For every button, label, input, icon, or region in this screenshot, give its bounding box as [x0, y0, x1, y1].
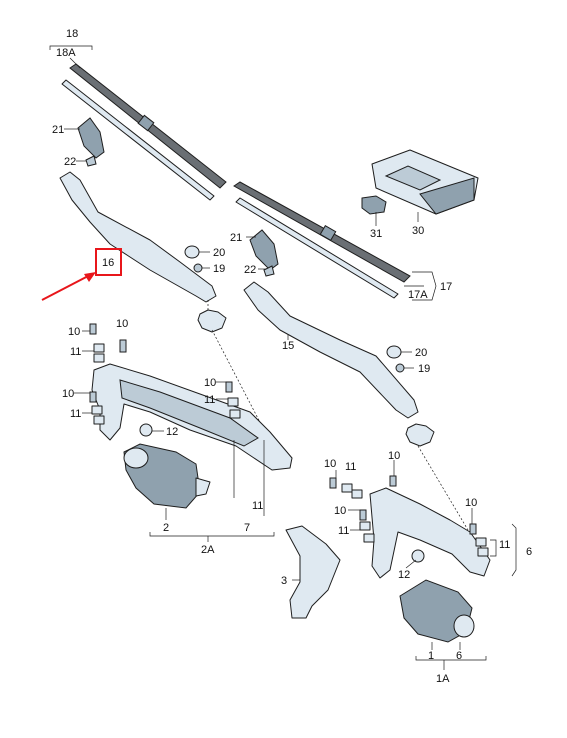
label-10-g: 10	[334, 505, 346, 517]
label-7: 7	[244, 522, 250, 534]
clip-31[interactable]	[361, 195, 387, 215]
wiper-arm-16[interactable]	[59, 171, 217, 303]
label-10-h: 10	[465, 497, 477, 509]
cover-cap-21-right[interactable]	[249, 229, 279, 271]
label-11-a: 11	[70, 346, 81, 358]
label-10-e: 10	[324, 458, 336, 470]
mount-bracket-3[interactable]	[285, 525, 341, 619]
rain-sensor-30[interactable]	[371, 149, 479, 215]
motor-2[interactable]	[123, 443, 211, 509]
label-6-a: 6	[526, 546, 532, 558]
label-1: 1	[428, 650, 434, 662]
label-22-left: 22	[64, 156, 76, 168]
label-30: 30	[412, 225, 424, 237]
label-2: 2	[163, 522, 169, 534]
label-10-d: 10	[204, 377, 216, 389]
label-21-right: 21	[230, 232, 242, 244]
label-17: 17	[440, 281, 452, 293]
label-17A: 17A	[408, 289, 428, 301]
label-21-left: 21	[52, 124, 64, 136]
label-1A: 1A	[436, 673, 450, 685]
label-10-c: 10	[62, 388, 74, 400]
label-12-left: 12	[166, 426, 178, 438]
label-10-b: 10	[116, 318, 128, 330]
washer-right	[405, 423, 435, 447]
label-20-left: 20	[213, 247, 225, 259]
label-20-right: 20	[415, 347, 427, 359]
hardware-left	[89, 323, 241, 437]
label-11-d: 11	[252, 500, 263, 512]
cap-20-right[interactable]	[386, 345, 402, 359]
label-6-b: 6	[456, 650, 462, 662]
linkage-frame-2A[interactable]	[91, 363, 293, 471]
label-10-a: 10	[68, 326, 80, 338]
label-3: 3	[281, 575, 287, 587]
nut-19-right[interactable]	[395, 363, 405, 373]
nut-19-left[interactable]	[193, 263, 203, 273]
cap-20-left[interactable]	[184, 245, 200, 259]
highlight-arrow	[41, 273, 93, 301]
label-22-right: 22	[244, 264, 256, 276]
cover-cap-21-left[interactable]	[77, 117, 105, 159]
label-11-f: 11	[338, 525, 349, 537]
label-10-f: 10	[388, 450, 400, 462]
wiper-blade-17[interactable]	[233, 181, 411, 299]
hardware-right	[329, 475, 489, 563]
label-11-c: 11	[204, 394, 215, 406]
leader-lines	[49, 45, 517, 670]
clip-22-left[interactable]	[85, 155, 97, 167]
label-2A: 2A	[201, 544, 215, 556]
arrow-head-icon	[84, 272, 96, 282]
highlight-box	[95, 248, 122, 276]
motor-1[interactable]	[399, 579, 475, 643]
washer-left	[197, 309, 227, 333]
label-19-left: 19	[213, 263, 225, 275]
wiper-blade-18[interactable]	[61, 63, 227, 201]
wiper-arm-15[interactable]	[243, 281, 419, 419]
label-19-right: 19	[418, 363, 430, 375]
linkage-frame-1A[interactable]	[369, 487, 491, 579]
label-11-e: 11	[345, 461, 356, 473]
highlight-callout-16: 16	[41, 248, 122, 301]
callout-labels: 18 18A 21 22 20 19 30 31 21 22 17 17A 15…	[52, 28, 532, 685]
label-16: 16	[102, 257, 114, 269]
label-18: 18	[66, 28, 78, 40]
label-31: 31	[370, 228, 382, 240]
label-12-right: 12	[398, 569, 410, 581]
label-11-g: 11	[499, 539, 510, 551]
label-18A: 18A	[56, 47, 76, 59]
label-15: 15	[282, 340, 294, 352]
clip-22-right[interactable]	[263, 265, 275, 277]
label-11-b: 11	[70, 408, 81, 420]
